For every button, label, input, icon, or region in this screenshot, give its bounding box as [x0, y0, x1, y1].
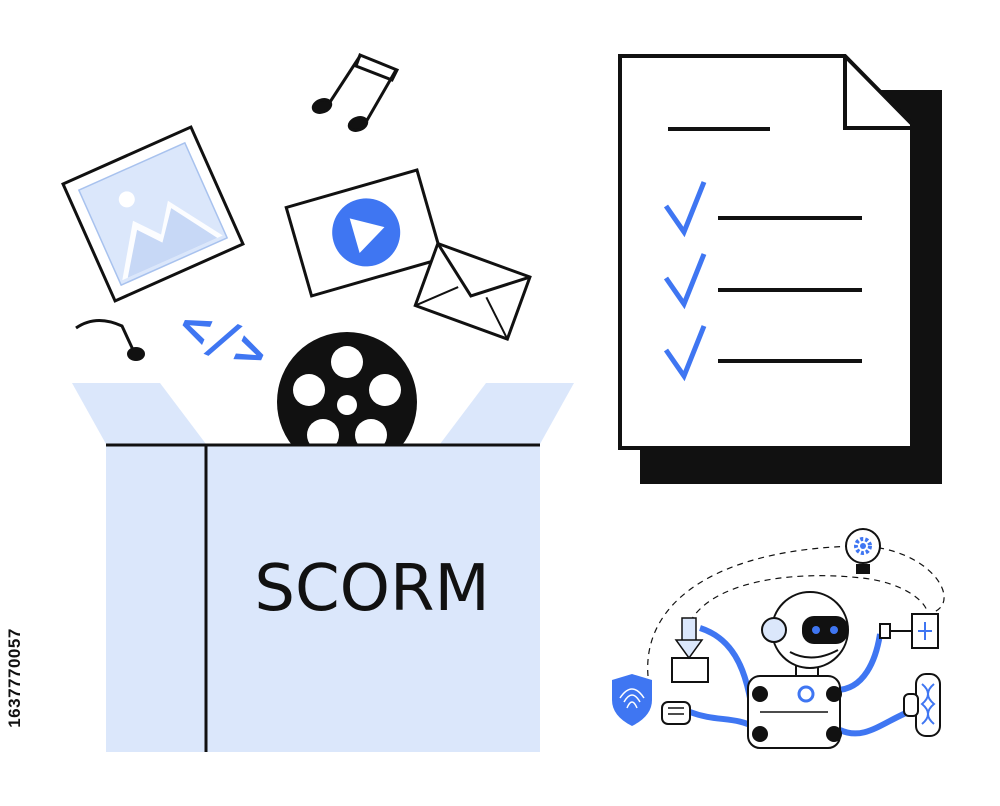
stock-id-label: 1637770057 — [2, 560, 28, 796]
checklist-row — [663, 181, 862, 238]
stock-id-text: 1637770057 — [5, 628, 25, 728]
film-reel-icon — [277, 332, 417, 472]
music-note-small-icon — [75, 319, 145, 361]
code-icon: </> — [171, 294, 277, 384]
checklist-row — [663, 253, 862, 310]
svg-text:</>: </> — [171, 294, 277, 384]
video-play-icon — [284, 168, 445, 298]
scorm-box: SCORM — [106, 443, 540, 752]
music-note-icon — [311, 53, 400, 132]
dna-test-tube-icon — [903, 673, 941, 737]
envelope-icon — [413, 241, 532, 341]
robot-scene — [612, 528, 945, 749]
checklist-row — [663, 325, 862, 382]
document-checklist-icon — [618, 54, 942, 484]
shield-fingerprint-icon — [612, 674, 652, 726]
laser-icon — [879, 613, 939, 649]
robot-hand-left — [661, 701, 691, 725]
picture-icon — [61, 125, 245, 303]
checkmark-icon — [663, 253, 707, 310]
robot-icon — [747, 591, 849, 749]
box-flaps — [72, 383, 574, 444]
box-label: SCORM — [254, 552, 489, 626]
download-box-icon — [671, 617, 709, 683]
lightbulb-gear-icon — [845, 528, 881, 574]
checkmark-icon — [663, 181, 707, 238]
checkmark-icon — [663, 325, 707, 382]
